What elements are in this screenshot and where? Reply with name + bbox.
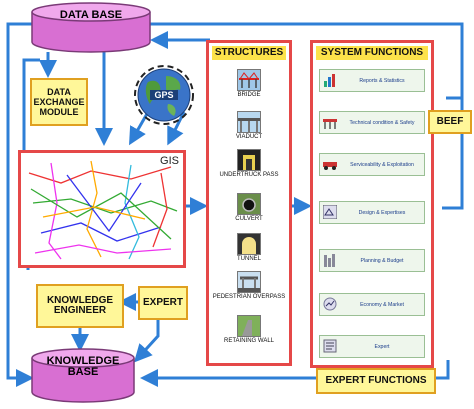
budget-icon <box>324 254 335 267</box>
structure-item-underpass: UNDERTRUCK PASS <box>209 149 289 179</box>
structure-label: CULVERT <box>235 216 263 222</box>
structures-panel: STRUCTURES BRIDGE VIADUCT UNDERTRUCK PAS… <box>206 40 292 366</box>
structure-label: BRIDGE <box>237 92 261 98</box>
beef-box: BEEF <box>428 110 472 134</box>
knowledge-engineer-box: KNOWLEDGE ENGINEER <box>36 284 124 328</box>
function-item-design: Design & Expertises <box>319 201 425 224</box>
structure-label: VIADUCT <box>235 134 263 140</box>
function-item-technical-condition: Technical condition & Safety <box>319 111 425 134</box>
function-label: Design & Expertises <box>358 209 406 216</box>
structure-label: TUNNEL <box>236 256 261 262</box>
function-label: Expert <box>374 343 390 350</box>
function-label: Economy & Market <box>360 301 404 308</box>
function-item-planning: Planning & Budget <box>319 249 425 272</box>
pedestrian-overpass-icon <box>237 271 261 293</box>
function-item-serviceability: Serviceability & Exploitation <box>319 153 425 176</box>
design-icon <box>323 205 337 219</box>
expert-icon <box>323 339 337 353</box>
structure-item-viaduct: VIADUCT <box>209 111 289 141</box>
system-functions-panel: SYSTEM FUNCTIONS Reports & Statistics Te… <box>310 40 434 368</box>
expert-functions-box: EXPERT FUNCTIONS <box>316 368 436 394</box>
structure-item-bridge: BRIDGE <box>209 69 289 99</box>
structure-item-pedestrian-overpass: PEDESTRIAN OVERPASS <box>209 271 289 301</box>
expert-box: EXPERT <box>138 286 188 320</box>
road-network-map <box>28 160 178 260</box>
beef-label: BEEF <box>436 116 464 127</box>
structure-item-retaining-wall: RETAINING WALL <box>209 315 289 345</box>
function-item-economy: Economy & Market <box>319 293 425 316</box>
traffic-icon <box>323 162 337 170</box>
structure-label: PEDESTRIAN OVERPASS <box>212 294 286 300</box>
function-item-expert: Expert <box>319 335 425 358</box>
viaduct-icon <box>237 111 261 133</box>
knowledge-base-label: KNOWLEDGE BASE <box>46 355 120 378</box>
structure-item-tunnel: TUNNEL <box>209 233 289 263</box>
structure-label: RETAINING WALL <box>223 338 274 344</box>
expert-label: EXPERT <box>142 297 183 308</box>
underpass-icon <box>237 149 261 171</box>
gps-label: GPS <box>150 90 178 100</box>
bridge-condition-icon <box>323 119 337 129</box>
function-label: Planning & Budget <box>360 257 404 264</box>
data-exchange-label: DATA EXCHANGE MODULE <box>33 87 85 117</box>
function-label: Reports & Statistics <box>359 77 405 84</box>
market-icon <box>323 297 337 311</box>
system-functions-title: SYSTEM FUNCTIONS <box>316 46 428 60</box>
function-label: Serviceability & Exploitation <box>350 161 414 168</box>
database-cylinder: DATA BASE <box>28 2 154 54</box>
gps-globe: GPS <box>132 64 196 126</box>
structures-title: STRUCTURES <box>212 46 286 60</box>
knowledge-base-cylinder: KNOWLEDGE BASE <box>28 348 138 404</box>
database-label: DATA BASE <box>59 9 123 21</box>
gis-label: GIS <box>160 155 179 167</box>
expert-functions-label: EXPERT FUNCTIONS <box>325 375 427 386</box>
function-item-reports: Reports & Statistics <box>319 69 425 92</box>
function-label: Technical condition & Safety <box>349 119 415 126</box>
chart-icon <box>324 74 335 87</box>
gis-map-panel: GIS <box>18 150 186 268</box>
retaining-wall-icon <box>237 315 261 337</box>
knowledge-engineer-label: KNOWLEDGE ENGINEER <box>46 295 114 316</box>
tunnel-icon <box>237 233 261 255</box>
structure-label: UNDERTRUCK PASS <box>219 172 279 178</box>
culvert-icon <box>237 193 261 215</box>
structure-item-culvert: CULVERT <box>209 193 289 223</box>
data-exchange-module: DATA EXCHANGE MODULE <box>30 78 88 126</box>
bridge-icon <box>237 69 261 91</box>
